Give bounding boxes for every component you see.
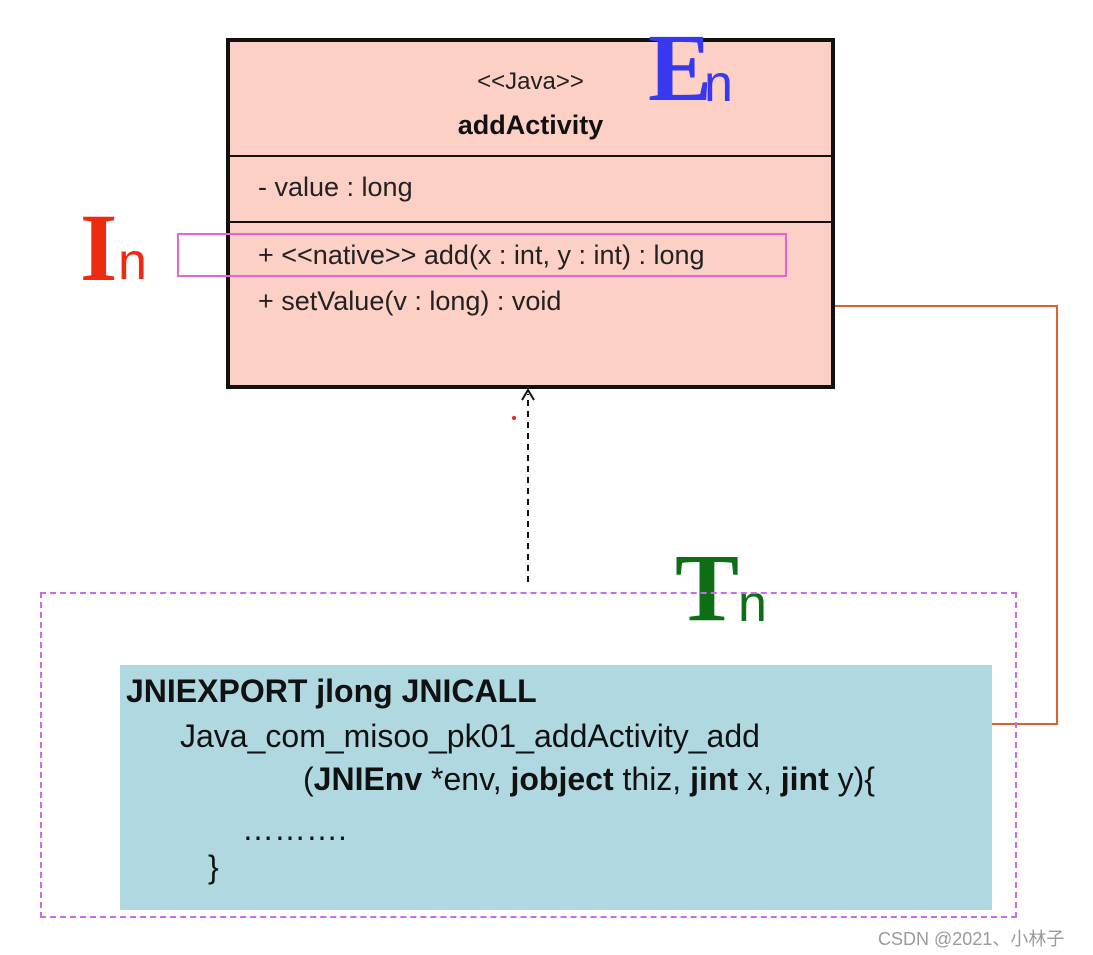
code-line-function-name: Java_com_misoo_pk01_addActivity_add <box>180 718 760 754</box>
param-y-name: y){ <box>828 761 875 797</box>
label-i: I <box>80 194 118 301</box>
label-i-subscript: n <box>118 233 147 291</box>
label-t: T <box>675 534 740 641</box>
watermark: CSDN @2021、小林子 <box>878 929 1065 949</box>
native-method-highlight-frame <box>177 233 787 277</box>
class-name: addActivity <box>457 110 604 140</box>
class-stereotype: <<Java>> <box>477 68 584 95</box>
label-t-subscript: n <box>738 575 767 633</box>
uml-attributes-section: - value : long <box>230 157 831 223</box>
code-line-signature: JNIEXPORT jlong JNICALL <box>126 673 537 709</box>
uml-operations-section: + <<native>> add(x : int, y : int) : lon… <box>230 223 831 385</box>
code-line-body-ellipsis: ………. <box>242 811 347 847</box>
label-e: E <box>648 14 713 121</box>
param-open-paren: ( <box>303 761 314 797</box>
code-line-closing-brace: } <box>208 849 219 885</box>
red-speck-annotation <box>512 416 516 420</box>
uml-class-header: <<Java>> addActivity <box>230 42 831 157</box>
native-code-block: JNIEXPORT jlong JNICALL Java_com_misoo_p… <box>120 665 992 910</box>
param-x-type: jint <box>690 761 739 797</box>
param-x-name: x, <box>738 761 781 797</box>
label-e-subscript: n <box>704 55 733 113</box>
dependency-arrowhead <box>521 388 535 401</box>
param-y-type: jint <box>780 761 829 797</box>
param-obj-type: jobject <box>510 761 614 797</box>
operation-native-add: + <<native>> add(x : int, y : int) : lon… <box>258 240 705 270</box>
param-obj-name: thiz, <box>613 761 691 797</box>
operation-set-value: + setValue(v : long) : void <box>258 286 562 316</box>
code-line-parameters: (JNIEnv *env, jobject thiz, jint x, jint… <box>303 763 875 795</box>
param-env-type: JNIEnv <box>313 761 423 797</box>
param-env-name: *env, <box>422 761 511 797</box>
implementation-boundary <box>40 592 1017 918</box>
attribute-value: - value : long <box>258 172 413 202</box>
uml-class-box: <<Java>> addActivity - value : long + <<… <box>226 38 835 389</box>
